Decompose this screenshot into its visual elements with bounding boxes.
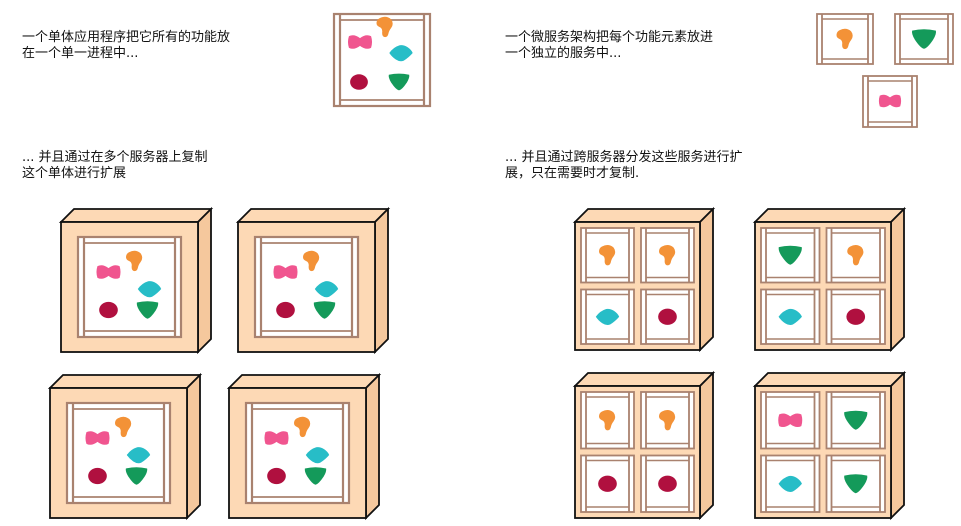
service-frame bbox=[760, 288, 821, 345]
service-frame bbox=[640, 227, 695, 284]
crimson-circle-icon bbox=[658, 475, 677, 492]
crimson-circle-icon bbox=[598, 475, 617, 492]
monolith-scale-caption: ... 并且通过在多个服务器上复制 这个单体进行扩展 bbox=[22, 150, 208, 181]
crimson-circle-icon bbox=[846, 308, 866, 325]
microservice-intro-caption: 一个微服务架构把每个功能元素放进 一个独立的服务中... bbox=[505, 30, 714, 61]
monolith-intro-caption: 一个单体应用程序把它所有的功能放 在一个单一进程中... bbox=[22, 30, 231, 61]
crimson-circle-icon bbox=[350, 74, 368, 90]
crimson-circle-icon bbox=[276, 301, 295, 319]
microservice-scale-caption: ... 并且通过跨服务器分发这些服务进行扩 展，只在需要时才复制. bbox=[505, 150, 743, 181]
crimson-circle-icon bbox=[99, 301, 118, 319]
service-frame bbox=[825, 391, 886, 450]
crimson-circle-icon bbox=[88, 467, 107, 485]
crimson-circle-icon bbox=[267, 467, 286, 485]
crimson-circle-icon bbox=[658, 308, 677, 325]
